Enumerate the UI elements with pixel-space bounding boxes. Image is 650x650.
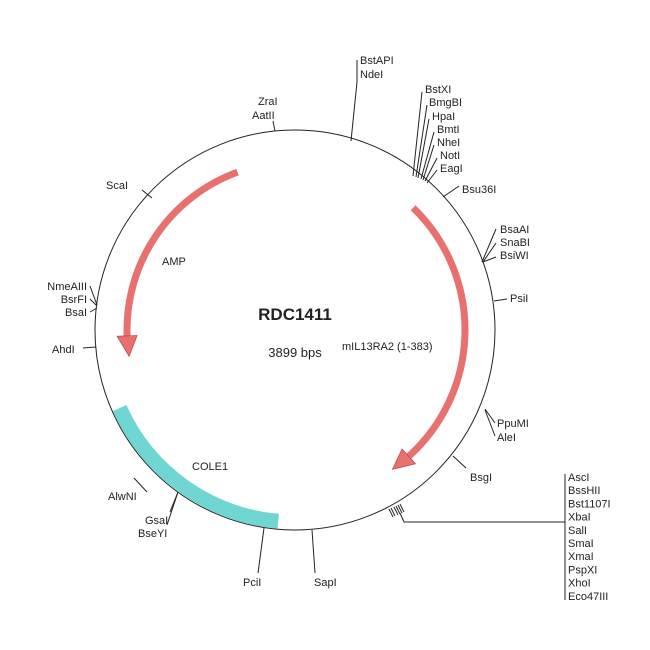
- site-eco47iii: Eco47III: [568, 591, 608, 603]
- feature-mil13ra2-arrowhead: [391, 448, 417, 470]
- mcs-ticks: [388, 503, 405, 518]
- site-smai: SmaI: [568, 538, 594, 550]
- site-xbai: XbaI: [568, 512, 591, 524]
- site-asci: AscI: [568, 472, 589, 484]
- site-ppumi: PpuMI: [497, 418, 529, 430]
- feature-mil13ra2-arrow: [406, 205, 469, 459]
- site-noti: NotI: [440, 150, 460, 162]
- site-alwni: AlwNI: [108, 491, 137, 503]
- site-xhoi: XhoI: [568, 578, 591, 590]
- site-nmeaiii: NmeAIII: [47, 281, 87, 293]
- site-zrai: ZraI: [258, 96, 278, 108]
- site-bmgbi: BmgBI: [429, 97, 462, 109]
- site-hpai: HpaI: [432, 111, 455, 123]
- site-psii: PsiI: [510, 293, 528, 305]
- site-sali: SalI: [568, 525, 587, 537]
- feature-amp-arrow: [123, 168, 239, 336]
- site-bsgi: BsgI: [470, 472, 492, 484]
- site-ndei: NdeI: [360, 69, 383, 81]
- site-bsiwi: BsiWI: [500, 250, 529, 262]
- site-eagi: EagI: [440, 163, 463, 175]
- site-nhei: NheI: [437, 137, 460, 149]
- feature-label-amp: AMP: [162, 256, 186, 268]
- plasmid-name: RDC1411: [258, 305, 332, 324]
- site-bsai: BsaI: [65, 307, 87, 319]
- site-bseyi: BseYI: [138, 528, 167, 540]
- site-pcii: PciI: [243, 577, 261, 589]
- site-bst1107i: Bst1107I: [568, 498, 611, 510]
- site-pspxi: PspXI: [568, 564, 597, 576]
- site-aatii: AatII: [252, 110, 275, 122]
- backbone-circle: [94, 129, 496, 531]
- site-bmti: BmtI: [437, 124, 460, 136]
- site-gsai: GsaI: [145, 515, 168, 527]
- site-snabi: SnaBI: [500, 237, 530, 249]
- site-sapi: SapI: [314, 577, 337, 589]
- site-bsrfi: BsrFI: [61, 294, 87, 306]
- site-bsaai: BsaAI: [500, 224, 529, 236]
- site-bstxi: BstXI: [425, 84, 451, 96]
- feature-label-cole1: COLE1: [192, 461, 228, 473]
- site-bstapi: BstAPI: [360, 55, 394, 67]
- site-ahdi: AhdI: [52, 344, 75, 356]
- site-alei: AleI: [497, 432, 516, 444]
- feature-cole1-band: [112, 405, 279, 529]
- site-scai: ScaI: [106, 180, 128, 192]
- site-bsshii: BssHII: [568, 485, 600, 497]
- plasmid-size: 3899 bps: [268, 345, 322, 360]
- feature-amp-arrowhead: [116, 335, 138, 358]
- site-xmai: XmaI: [568, 551, 594, 563]
- site-bsu36i: Bsu36I: [462, 184, 496, 196]
- feature-label-mil13ra2: mIL13RA2 (1-383): [342, 341, 433, 353]
